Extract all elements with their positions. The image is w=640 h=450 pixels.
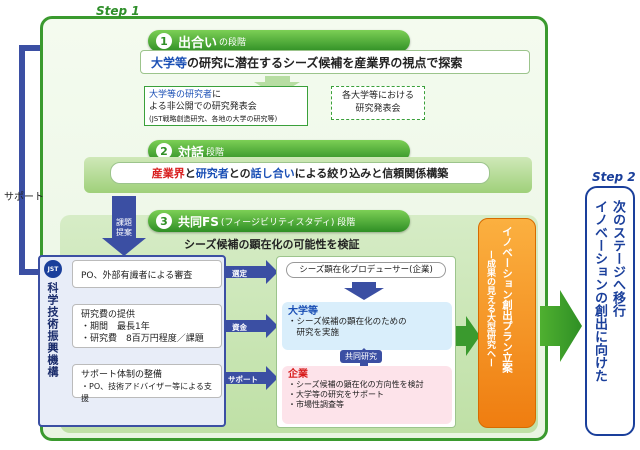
company-line2: ・大学等の研究をサポート xyxy=(288,390,384,399)
stage2-researcher: 研究者 xyxy=(195,167,229,180)
support-label: サポート xyxy=(4,192,44,203)
box-left-line1-rest: に xyxy=(212,90,222,100)
university-line2: 研究を実施 xyxy=(288,328,340,338)
company-box: 企業 ・シーズ候補の顕在化の方向性を検討 ・大学等の研究をサポート ・市場性調査… xyxy=(282,366,452,424)
joint-research-label: 共同研究 xyxy=(340,350,382,363)
jst-funding-amount: ・研究費 8百万円程度／課題 xyxy=(81,334,204,344)
box-left-line3: (JST戦略創造研究、各地の大学の研究等) xyxy=(149,115,278,123)
proposal-line1: 課題 xyxy=(116,218,132,227)
step2-col2: イノベーションの創出に向けた xyxy=(592,200,607,382)
university-box: 大学等 ・シーズ候補の顕在化のための 研究を実施 xyxy=(282,302,452,350)
stage1-suffix: の段階 xyxy=(219,37,247,48)
stage2-and: と xyxy=(184,167,196,180)
stage3-suffix: (フィージビリティスタディ) 段階 xyxy=(220,217,356,228)
stage3-number: 3 xyxy=(156,213,172,229)
box-right-line1: 各大学等における xyxy=(341,91,414,101)
stage1-bar: 1 出合い の段階 xyxy=(148,30,410,52)
university-presentation-box: 各大学等における 研究発表会 xyxy=(331,86,425,120)
university-title: 大学等 xyxy=(288,306,318,317)
proposal-line2: 提案 xyxy=(116,228,132,237)
jst-funding: 研究費の提供 ・期間 最長1年 ・研究費 8百万円程度／課題 xyxy=(72,304,222,348)
stage1-title: 出合い xyxy=(178,35,218,51)
jst-review-text: PO、外部有識者による審査 xyxy=(81,270,193,281)
stage2-suffix: 段階 xyxy=(206,147,225,158)
jst-support-title: サポート体制の整備 xyxy=(81,370,163,380)
jst-funding-period: ・期間 最長1年 xyxy=(81,322,150,332)
stage2-desc-rest: による絞り込みと信頼関係構築 xyxy=(294,167,449,180)
step2-col1: 次のステージへ移行 xyxy=(610,200,625,317)
stage2-with: との xyxy=(228,167,251,180)
arrow-fund-label: 資金 xyxy=(232,323,247,332)
stage2-description: 産業界 と 研究者 との 話し合い による絞り込みと信頼関係構築 xyxy=(110,162,490,184)
stage2-title: 対話 xyxy=(178,145,205,161)
step2-label: Step 2 xyxy=(592,170,636,184)
stage1-desc-rest: の研究に潜在するシーズ候補を産業界の視点で探索 xyxy=(187,55,463,70)
stage1-description: 大学等 の研究に潜在するシーズ候補を産業界の視点で探索 xyxy=(140,50,530,74)
stage2-discussion: 話し合い xyxy=(250,167,295,180)
box-left-line2: よる非公開での研究発表会 xyxy=(149,102,257,112)
step1-label: Step 1 xyxy=(96,4,140,18)
box-right-line2: 研究発表会 xyxy=(355,104,401,114)
box-left-highlight: 大学等の研究者 xyxy=(149,90,213,100)
arrow-support-label: サポート xyxy=(228,375,258,384)
stage2-number: 2 xyxy=(156,143,172,159)
jst-support: サポート体制の整備 ・PO、技術アドバイザー等による支援 xyxy=(72,364,222,403)
stage2-industry: 産業界 xyxy=(151,167,185,180)
research-presentation-box: 大学等の研究者に よる非公開での研究発表会 (JST戦略創造研究、各地の大学の研… xyxy=(144,86,308,126)
company-line1: ・シーズ候補の顕在化の方向性を検討 xyxy=(288,380,424,389)
jst-funding-title: 研究費の提供 xyxy=(81,310,136,320)
innovation-main: イノベーション創出プラン立案 xyxy=(501,226,513,373)
stage1-number: 1 xyxy=(156,33,172,49)
company-title: 企業 xyxy=(288,369,308,380)
stage3-title: 共同FS xyxy=(178,214,219,229)
arrow-select-label: 選定 xyxy=(232,269,247,278)
jst-support-detail: ・PO、技術アドバイザー等による支援 xyxy=(81,382,212,403)
jst-logo: JST xyxy=(44,260,62,278)
stage3-subtitle: シーズ候補の顕在化の可能性を検証 xyxy=(184,238,360,251)
stage2-bar: 2 対話 段階 xyxy=(148,140,410,162)
jst-review: PO、外部有識者による審査 xyxy=(72,260,222,288)
jst-name: 科学技術振興機構 xyxy=(46,282,59,378)
stage1-desc-highlight: 大学等 xyxy=(151,55,188,70)
university-line1: ・シーズ候補の顕在化のための xyxy=(288,317,407,327)
innovation-box xyxy=(478,218,536,428)
proposal-label: 課題 提案 xyxy=(116,218,132,238)
step2-box xyxy=(585,186,635,436)
producer-pill: シーズ顕在化プロデューサー(企業) xyxy=(286,262,446,278)
innovation-sub: ー成果の見える大型研究へー xyxy=(485,250,495,367)
company-line3: ・市場性調査等 xyxy=(288,400,344,409)
stage3-bar: 3 共同FS (フィージビリティスタディ) 段階 xyxy=(148,210,410,232)
